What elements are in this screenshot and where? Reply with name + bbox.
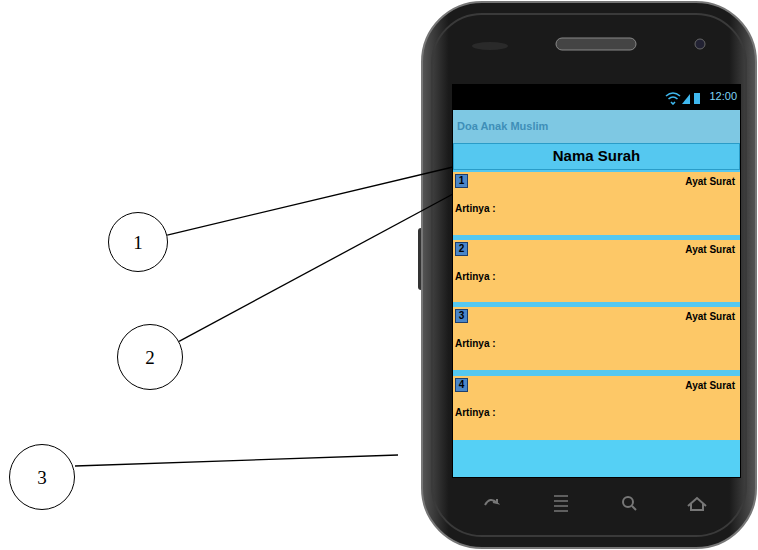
meaning-label: Artinya : bbox=[455, 271, 496, 282]
verse-card: Ayat SuratArtinya : 1 bbox=[453, 172, 740, 235]
app-title: Doa Anak Muslim bbox=[457, 120, 548, 132]
verse-label: Ayat Surat bbox=[685, 176, 735, 187]
callout-number: 2 bbox=[118, 347, 182, 369]
number-badge: 2 bbox=[455, 242, 468, 256]
badge-number: 3 bbox=[456, 310, 467, 322]
surah-title: Nama Surah bbox=[454, 147, 739, 164]
callout-circle: 3 bbox=[9, 444, 75, 510]
number-badge: 1 bbox=[455, 174, 468, 188]
meaning-label: Artinya : bbox=[455, 338, 496, 349]
phone-bezel bbox=[432, 14, 746, 536]
callout-circle: 1 bbox=[108, 212, 168, 272]
surah-header: Nama Surah bbox=[453, 143, 740, 170]
badge-number: 1 bbox=[456, 175, 467, 187]
verse-card: Ayat SuratArtinya : 4 bbox=[453, 376, 740, 440]
verse-card: Ayat SuratArtinya : 3 bbox=[453, 307, 740, 370]
verse-label: Ayat Surat bbox=[685, 311, 735, 322]
sensor bbox=[472, 42, 508, 50]
leader-line bbox=[167, 167, 453, 235]
callout-circle: 2 bbox=[117, 324, 183, 390]
bottom-band bbox=[453, 440, 740, 477]
phone-body bbox=[422, 2, 756, 548]
meaning-label: Artinya : bbox=[455, 203, 496, 214]
status-bar: 12:00 bbox=[453, 85, 740, 110]
number-badge: 3 bbox=[455, 309, 468, 323]
verse-card: Ayat SuratArtinya : 2 bbox=[453, 240, 740, 302]
badge-number: 2 bbox=[456, 243, 467, 255]
app-title-bar: Doa Anak Muslim bbox=[453, 110, 740, 143]
status-icons bbox=[664, 91, 704, 105]
verse-label: Ayat Surat bbox=[685, 244, 735, 255]
number-badge: 4 bbox=[455, 378, 468, 392]
callout-number: 1 bbox=[109, 232, 167, 254]
callout-number: 3 bbox=[10, 467, 74, 489]
badge-number: 4 bbox=[456, 379, 467, 391]
screen bbox=[452, 84, 741, 478]
verse-label: Ayat Surat bbox=[685, 380, 735, 391]
leader-line bbox=[179, 194, 453, 341]
clock-time: 12:00 bbox=[709, 90, 737, 102]
speaker-slot bbox=[556, 38, 636, 50]
nav-icons bbox=[485, 496, 706, 511]
leader-line bbox=[75, 455, 398, 466]
meaning-label: Artinya : bbox=[455, 407, 496, 418]
camera bbox=[695, 39, 705, 49]
